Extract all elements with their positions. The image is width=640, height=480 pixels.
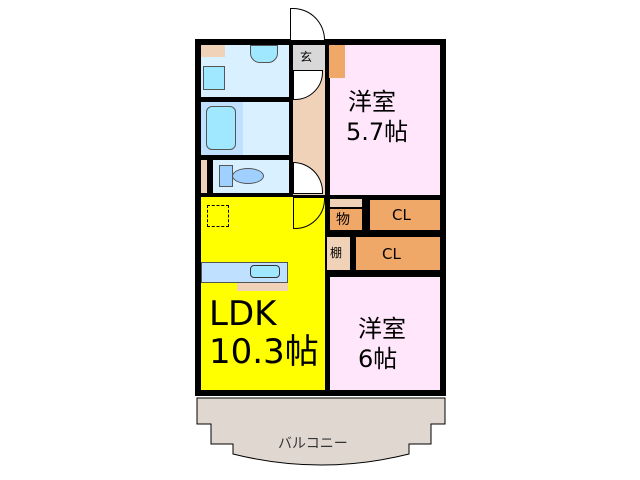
shelf-label: 棚 bbox=[330, 246, 343, 260]
toilet-bowl-icon bbox=[232, 168, 264, 184]
ldk-name: LDK bbox=[209, 294, 277, 334]
bedroom-2-name: 洋室 bbox=[358, 315, 406, 343]
bedroom-1-name: 洋室 bbox=[348, 88, 396, 116]
sink-icon bbox=[250, 45, 278, 63]
washroom-shelf bbox=[201, 45, 225, 57]
storage-label: 物 bbox=[336, 212, 350, 228]
entrance-area: 玄 bbox=[293, 45, 325, 70]
bedroom-2-size: 6帖 bbox=[358, 345, 398, 373]
balcony bbox=[196, 397, 446, 466]
entrance-label: 玄 bbox=[300, 50, 313, 64]
ldk-size: 10.3帖 bbox=[209, 332, 319, 372]
balcony-label: バルコニー bbox=[278, 436, 348, 452]
bedroom-2: 洋室 6帖 bbox=[330, 277, 440, 390]
closet-2[interactable]: CL bbox=[356, 237, 440, 270]
storage: 物 bbox=[330, 209, 362, 230]
toilet-shelf bbox=[201, 160, 207, 193]
toilet-tank-icon bbox=[219, 165, 233, 187]
ldk: LDK 10.3帖 bbox=[201, 197, 325, 390]
storage-strip bbox=[330, 199, 362, 207]
closet-1-label: CL bbox=[392, 206, 411, 224]
bathtub-icon bbox=[206, 106, 236, 150]
washing-machine-icon bbox=[203, 66, 225, 90]
bedroom-1: 洋室 5.7帖 bbox=[330, 45, 440, 195]
ventilation-icon bbox=[207, 205, 229, 227]
bathroom-wash-area bbox=[243, 102, 289, 155]
shoe-closet-cover bbox=[329, 45, 345, 78]
shelf: 棚 bbox=[327, 237, 350, 270]
kitchen-strip bbox=[237, 283, 288, 291]
kitchen-sink-icon bbox=[250, 265, 280, 278]
closet-1[interactable]: CL bbox=[370, 200, 440, 230]
bedroom-1-size: 5.7帖 bbox=[346, 118, 409, 146]
entrance-door bbox=[290, 8, 325, 40]
closet-2-label: CL bbox=[382, 245, 401, 263]
